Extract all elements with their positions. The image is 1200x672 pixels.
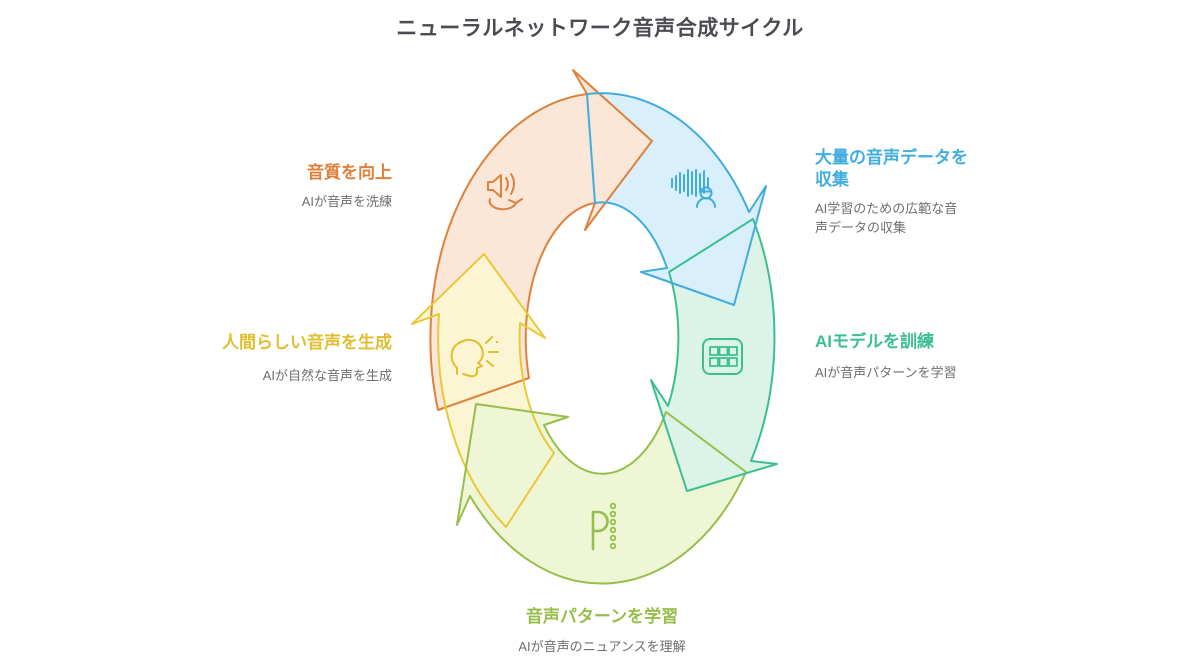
step-learn-label: 音声パターンを学習 [525,607,679,626]
step-refine-label: 音質を向上 [307,163,392,182]
grid-table-icon [702,338,743,375]
step-refine-label-block: 音質を向上 AIが音声を洗練 [192,162,392,212]
arrow-train-outline [650,218,778,492]
step-collect-label: 大量の音声データを収集 [815,148,968,190]
speaker-refresh-icon [487,173,523,211]
arrow-learn-outline [456,403,747,585]
step-refine-desc: AIが音声を洗練 [301,194,392,210]
step-learn-desc: AIが音声のニュアンスを理解 [518,639,686,655]
step-generate-label: 人間らしい音声を生成 [222,333,392,352]
arrow-generate-outline [411,253,555,528]
speaking-head-icon [450,336,499,378]
letter-p-dots-icon [591,502,617,551]
arrow-refine-head-fill [516,70,652,230]
step-generate-desc: AIが自然な音声を生成 [262,368,392,384]
step-generate-label-block: 人間らしい音声を生成 AIが自然な音声を生成 [152,332,392,386]
step-collect-desc: AI学習のための広範な音声データの収集 [815,201,958,236]
step-learn-label-block: 音声パターンを学習 AIが音声のニュアンスを理解 [402,606,802,657]
cycle-arrow-outlines [411,69,778,585]
step-train-label: AIモデルを訓練 [815,332,934,351]
step-train-label-block: AIモデルを訓練 AIが音声パターンを学習 [815,331,1015,383]
cycle-arrow-fills [412,70,777,584]
waveform-user-icon [671,169,716,208]
arrow-collect-outline [586,92,767,306]
step-train-desc: AIが音声パターンを学習 [815,365,957,381]
page-title: ニューラルネットワーク音声合成サイクル [396,17,804,40]
arrow-refine-outline [429,69,653,411]
step-collect-label-block: 大量の音声データを収集 AI学習のための広範な音声データの収集 [815,147,975,238]
